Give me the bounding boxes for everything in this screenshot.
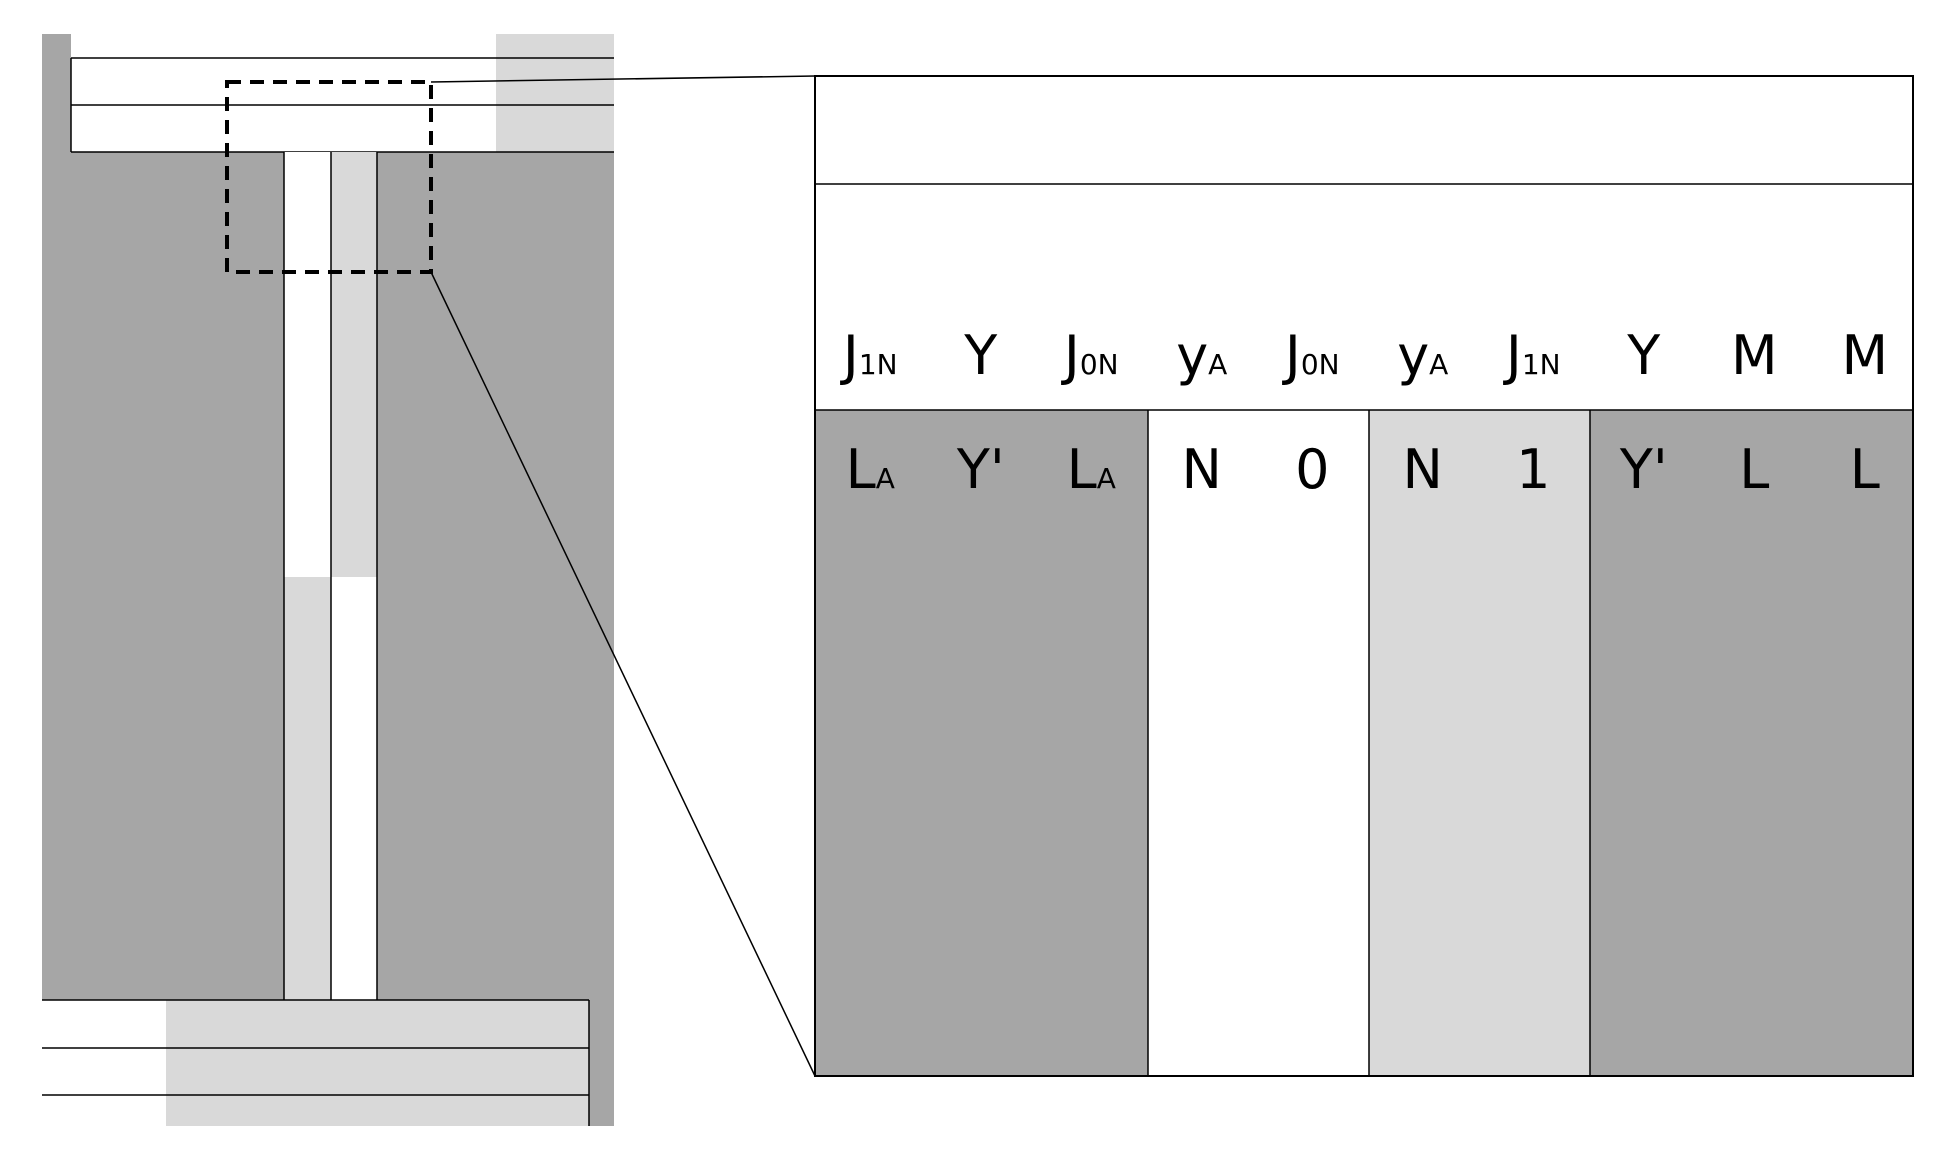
top-row-label-3: J0N (1061, 324, 1119, 387)
top-row-label-1: J1N (840, 324, 898, 387)
bottom-row-label-3: LA (1067, 438, 1116, 501)
top-row-label-8: Y (1626, 324, 1661, 387)
top-row-label-7: J1N (1503, 324, 1561, 387)
bottom-row-label-5: 0 (1295, 438, 1329, 501)
bottom-row-label-4: N (1182, 438, 1222, 501)
pillar-right-lower (331, 577, 377, 1000)
top-row-label-5: J0N (1282, 324, 1340, 387)
connector-line-top (430, 75, 816, 83)
bottom-row-label-1: LA (846, 438, 895, 501)
bottom-row-label-10: L (1850, 438, 1880, 501)
pillar-left-lower (284, 577, 331, 1000)
connector-line-bottom (430, 271, 816, 1077)
zoom-band-light (1369, 410, 1590, 1076)
bottom-row-label-9: L (1739, 438, 1769, 501)
top-row-label-9: M (1731, 324, 1778, 387)
bottom-row-label-8: Y' (1619, 438, 1668, 501)
overview-diagram (42, 34, 614, 1126)
zoom-region-box (225, 80, 433, 274)
bottom-row-labels: LA Y' LA N 0 N 1 Y' L L (846, 438, 1880, 501)
pillar-right-upper (331, 152, 377, 577)
top-layer-white (71, 34, 496, 152)
bottom-row-label-7: 1 (1516, 438, 1550, 501)
top-row-label-6: yA (1397, 324, 1448, 387)
zoom-frame (814, 75, 1914, 1077)
bottom-layer-light (166, 1000, 589, 1126)
top-row-label-2: Y (963, 324, 998, 387)
bottom-row-label-2: Y' (956, 438, 1005, 501)
zoom-band-dark-right (1590, 410, 1913, 1076)
top-row-label-10: M (1841, 324, 1888, 387)
pillar-left-upper (284, 152, 331, 577)
zoom-band-white (1148, 410, 1369, 1076)
top-row-label-4: yA (1176, 324, 1227, 387)
top-layer-light (496, 34, 614, 152)
bottom-row-label-6: N (1403, 438, 1443, 501)
zoom-band-dark-left (815, 410, 1148, 1076)
bottom-layer-white (42, 1000, 166, 1126)
